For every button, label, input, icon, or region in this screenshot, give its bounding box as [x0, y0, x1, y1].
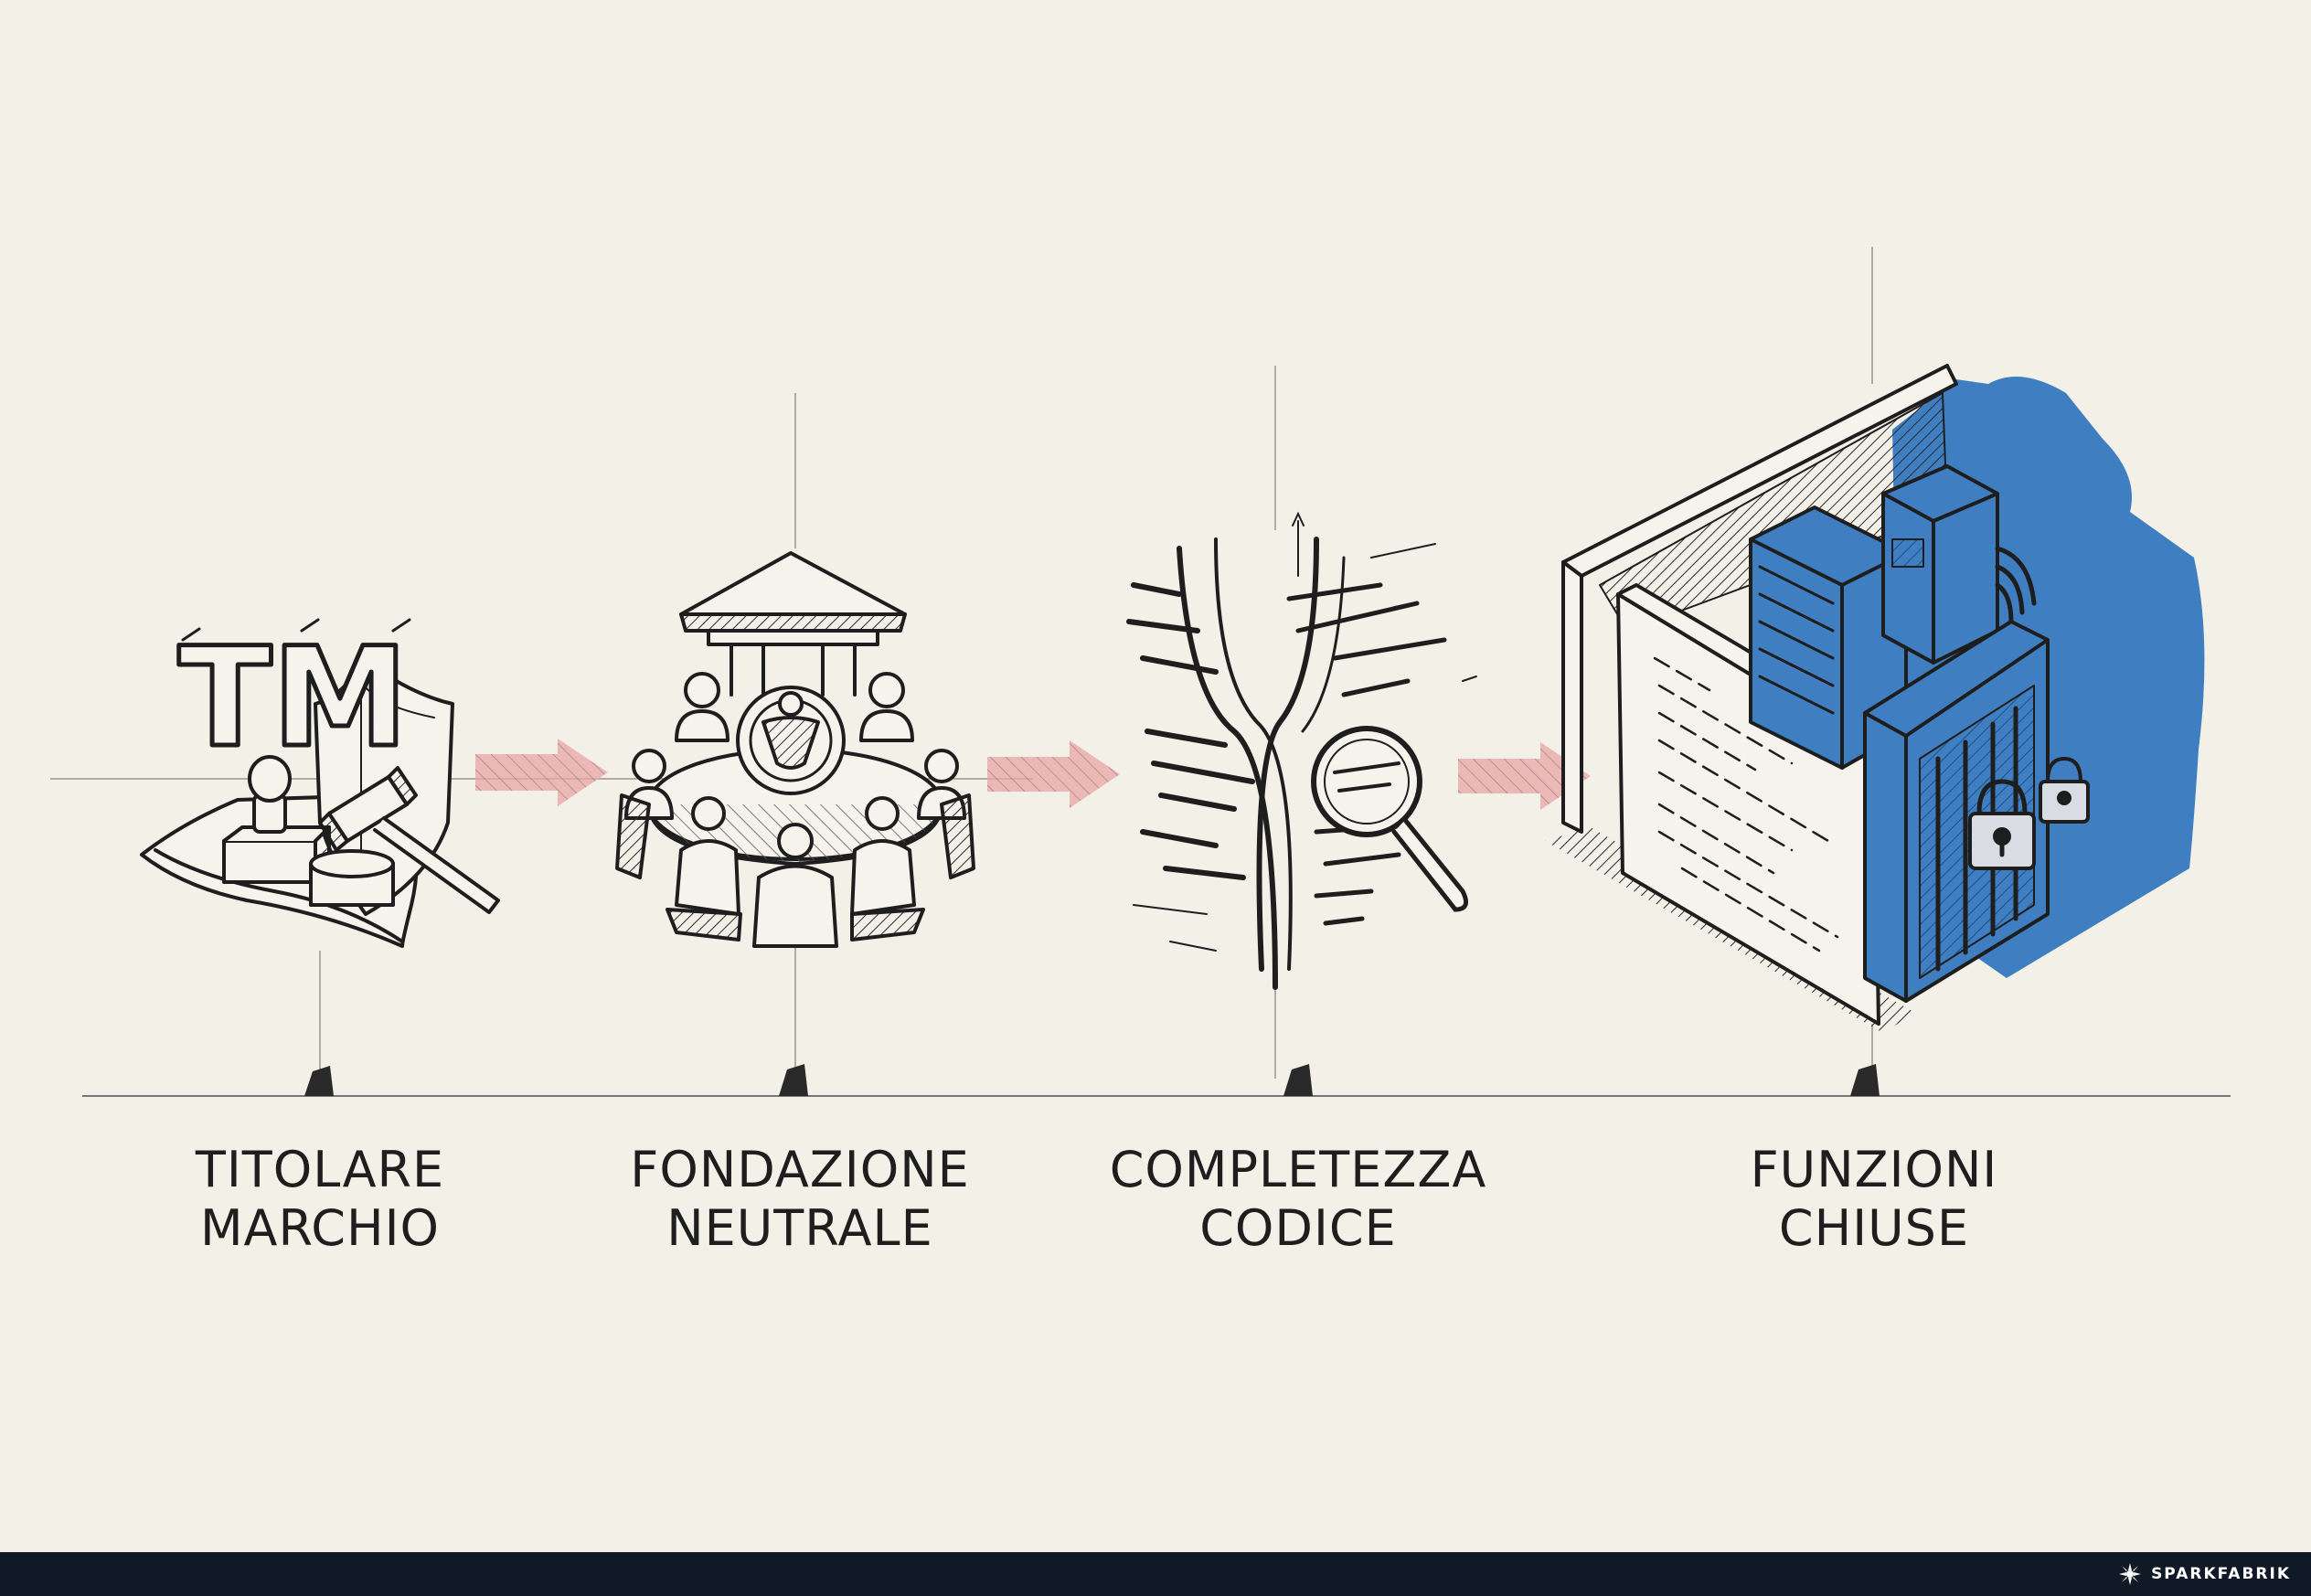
code-inspection-icon	[1126, 511, 1477, 990]
step-label-line: NEUTRALE	[666, 1199, 933, 1257]
brand-name: SPARKFABRIK	[2151, 1565, 2291, 1583]
step-label-completezza-codice: COMPLETEZZA CODICE	[1060, 1141, 1536, 1258]
footer-bar: SPARKFABRIK	[0, 1552, 2311, 1596]
flow-arrow-1	[475, 739, 608, 806]
process-diagram: TM	[50, 247, 2231, 1097]
flow-arrow-2	[987, 740, 1120, 808]
step-label-line: TITOLARE	[195, 1141, 445, 1198]
step-label-fondazione-neutrale: FONDAZIONE NEUTRALE	[562, 1141, 1038, 1258]
flow-arrow-3	[1458, 742, 1591, 810]
brand: SPARKFABRIK	[2118, 1562, 2291, 1586]
step-label-line: FUNZIONI	[1750, 1141, 1998, 1198]
foundation-roundtable-icon	[615, 551, 975, 948]
step-label-line: CHIUSE	[1778, 1199, 1970, 1257]
step-label-funzioni-chiuse: FUNZIONI CHIUSE	[1636, 1141, 2112, 1258]
step-label-titolare-marchio: TITOLARE MARCHIO	[82, 1141, 558, 1258]
step-label-line: COMPLETEZZA	[1109, 1141, 1487, 1198]
step-label-line: MARCHIO	[199, 1199, 441, 1257]
locked-server-cage-icon	[1545, 364, 2205, 1033]
step-label-line: FONDAZIONE	[630, 1141, 970, 1198]
tm-letters: TM	[178, 619, 409, 778]
tick-markers	[304, 1064, 1880, 1096]
sparkfabrik-logo-icon	[2119, 1563, 2142, 1585]
step-label-line: CODICE	[1199, 1199, 1397, 1257]
trademark-gavel-icon: TM	[140, 617, 500, 948]
